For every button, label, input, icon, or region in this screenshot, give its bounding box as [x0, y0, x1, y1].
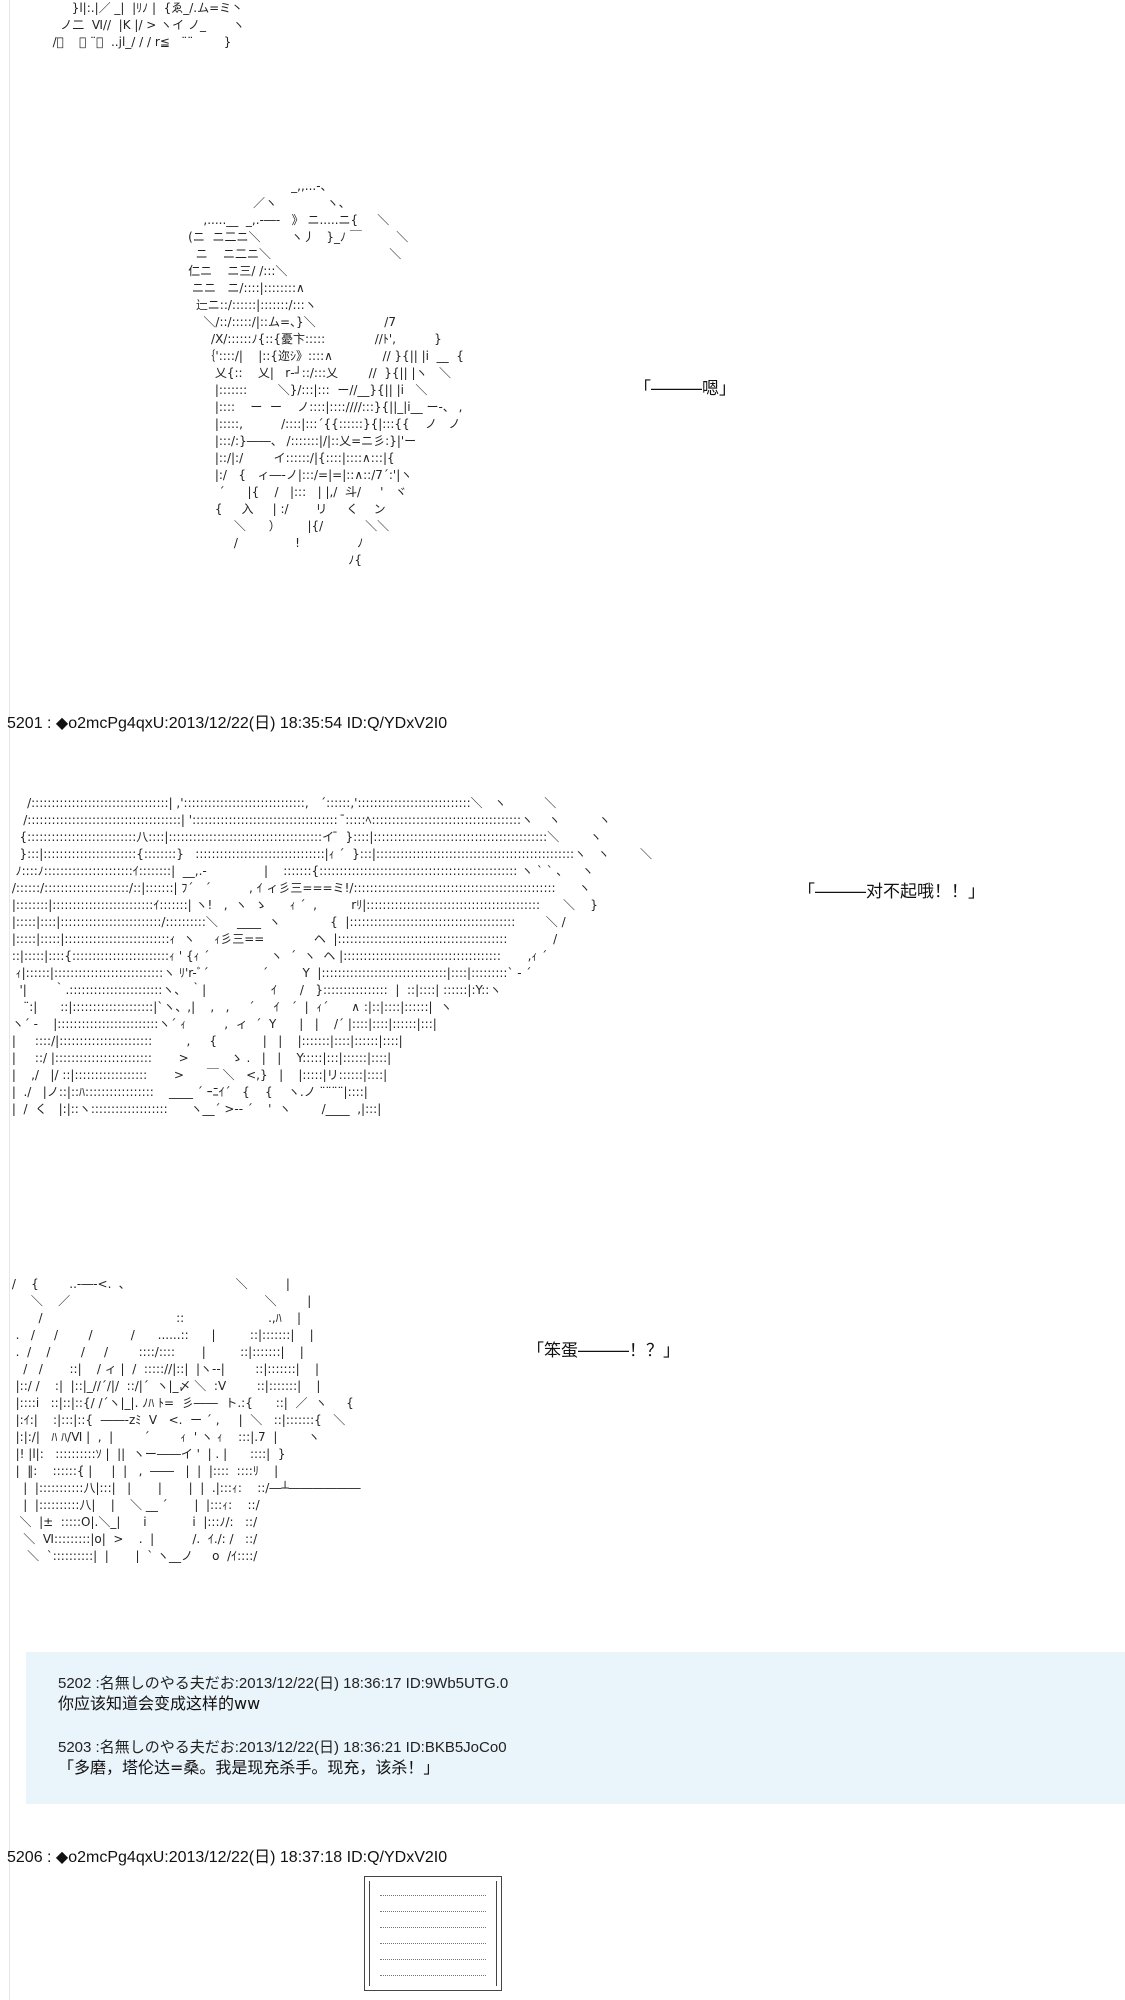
post-header-5206: 5206 : ◆o2mcPg4qxU:2013/12/22(日) 18:37:1… [7, 1849, 448, 1866]
frame-dotted-line [380, 1911, 486, 1912]
reply-header-5202: 5202 :名無しのやる夫だお:2013/12/22(日) 18:36:17 I… [58, 1675, 509, 1692]
frame-dotted-line [380, 1975, 486, 1976]
page-margin-line [9, 0, 10, 2000]
reader-replies-box: 5202 :名無しのやる夫だお:2013/12/22(日) 18:36:17 I… [26, 1652, 1125, 1804]
reply-text-5203: 「多磨，塔伦达=桑。我是现充杀手。现充，该杀！」 [58, 1758, 440, 1777]
ascii-art-panel-3: / { ..-―-<. ､ ＼ | ＼ ／ ＼ | / :: [11, 1277, 361, 1563]
ascii-art-figure-1: _,,...-、 ／ヽ ヽ、 ,.....__ _,.-―‐ 》 ニ.....ニ… [188, 179, 464, 567]
frame-dotted-line [380, 1943, 486, 1944]
frame-dotted-line [380, 1959, 486, 1960]
ascii-art-frame-box [364, 1876, 502, 1991]
frame-dotted-line [380, 1895, 486, 1896]
post-header-5201: 5201 : ◆o2mcPg4qxU:2013/12/22(日) 18:35:5… [7, 715, 448, 732]
frame-inner-border [369, 1881, 497, 1986]
dialogue-line-3: 「笨蛋―――！？」 [527, 1341, 680, 1361]
reply-text-5202: 你应该知道会变成这样的ww [58, 1694, 261, 1713]
dialogue-line-1: 「―――嗯」 [634, 379, 736, 399]
dialogue-line-2: 「―――对不起哦！！」 [798, 882, 985, 902]
reply-header-5203: 5203 :名無しのやる夫だお:2013/12/22(日) 18:36:21 I… [58, 1739, 507, 1756]
frame-dotted-line [380, 1927, 486, 1928]
ascii-art-panel-2: /::::::::::::::::::::::::::::::::::| ,':… [11, 796, 653, 1116]
ascii-art-top-fragment: }l|:.|／ _| |ﾘﾉ | {ゑ_/.ム=ミ丶 ノ二 Ⅵ// |K |/ … [52, 1, 245, 49]
